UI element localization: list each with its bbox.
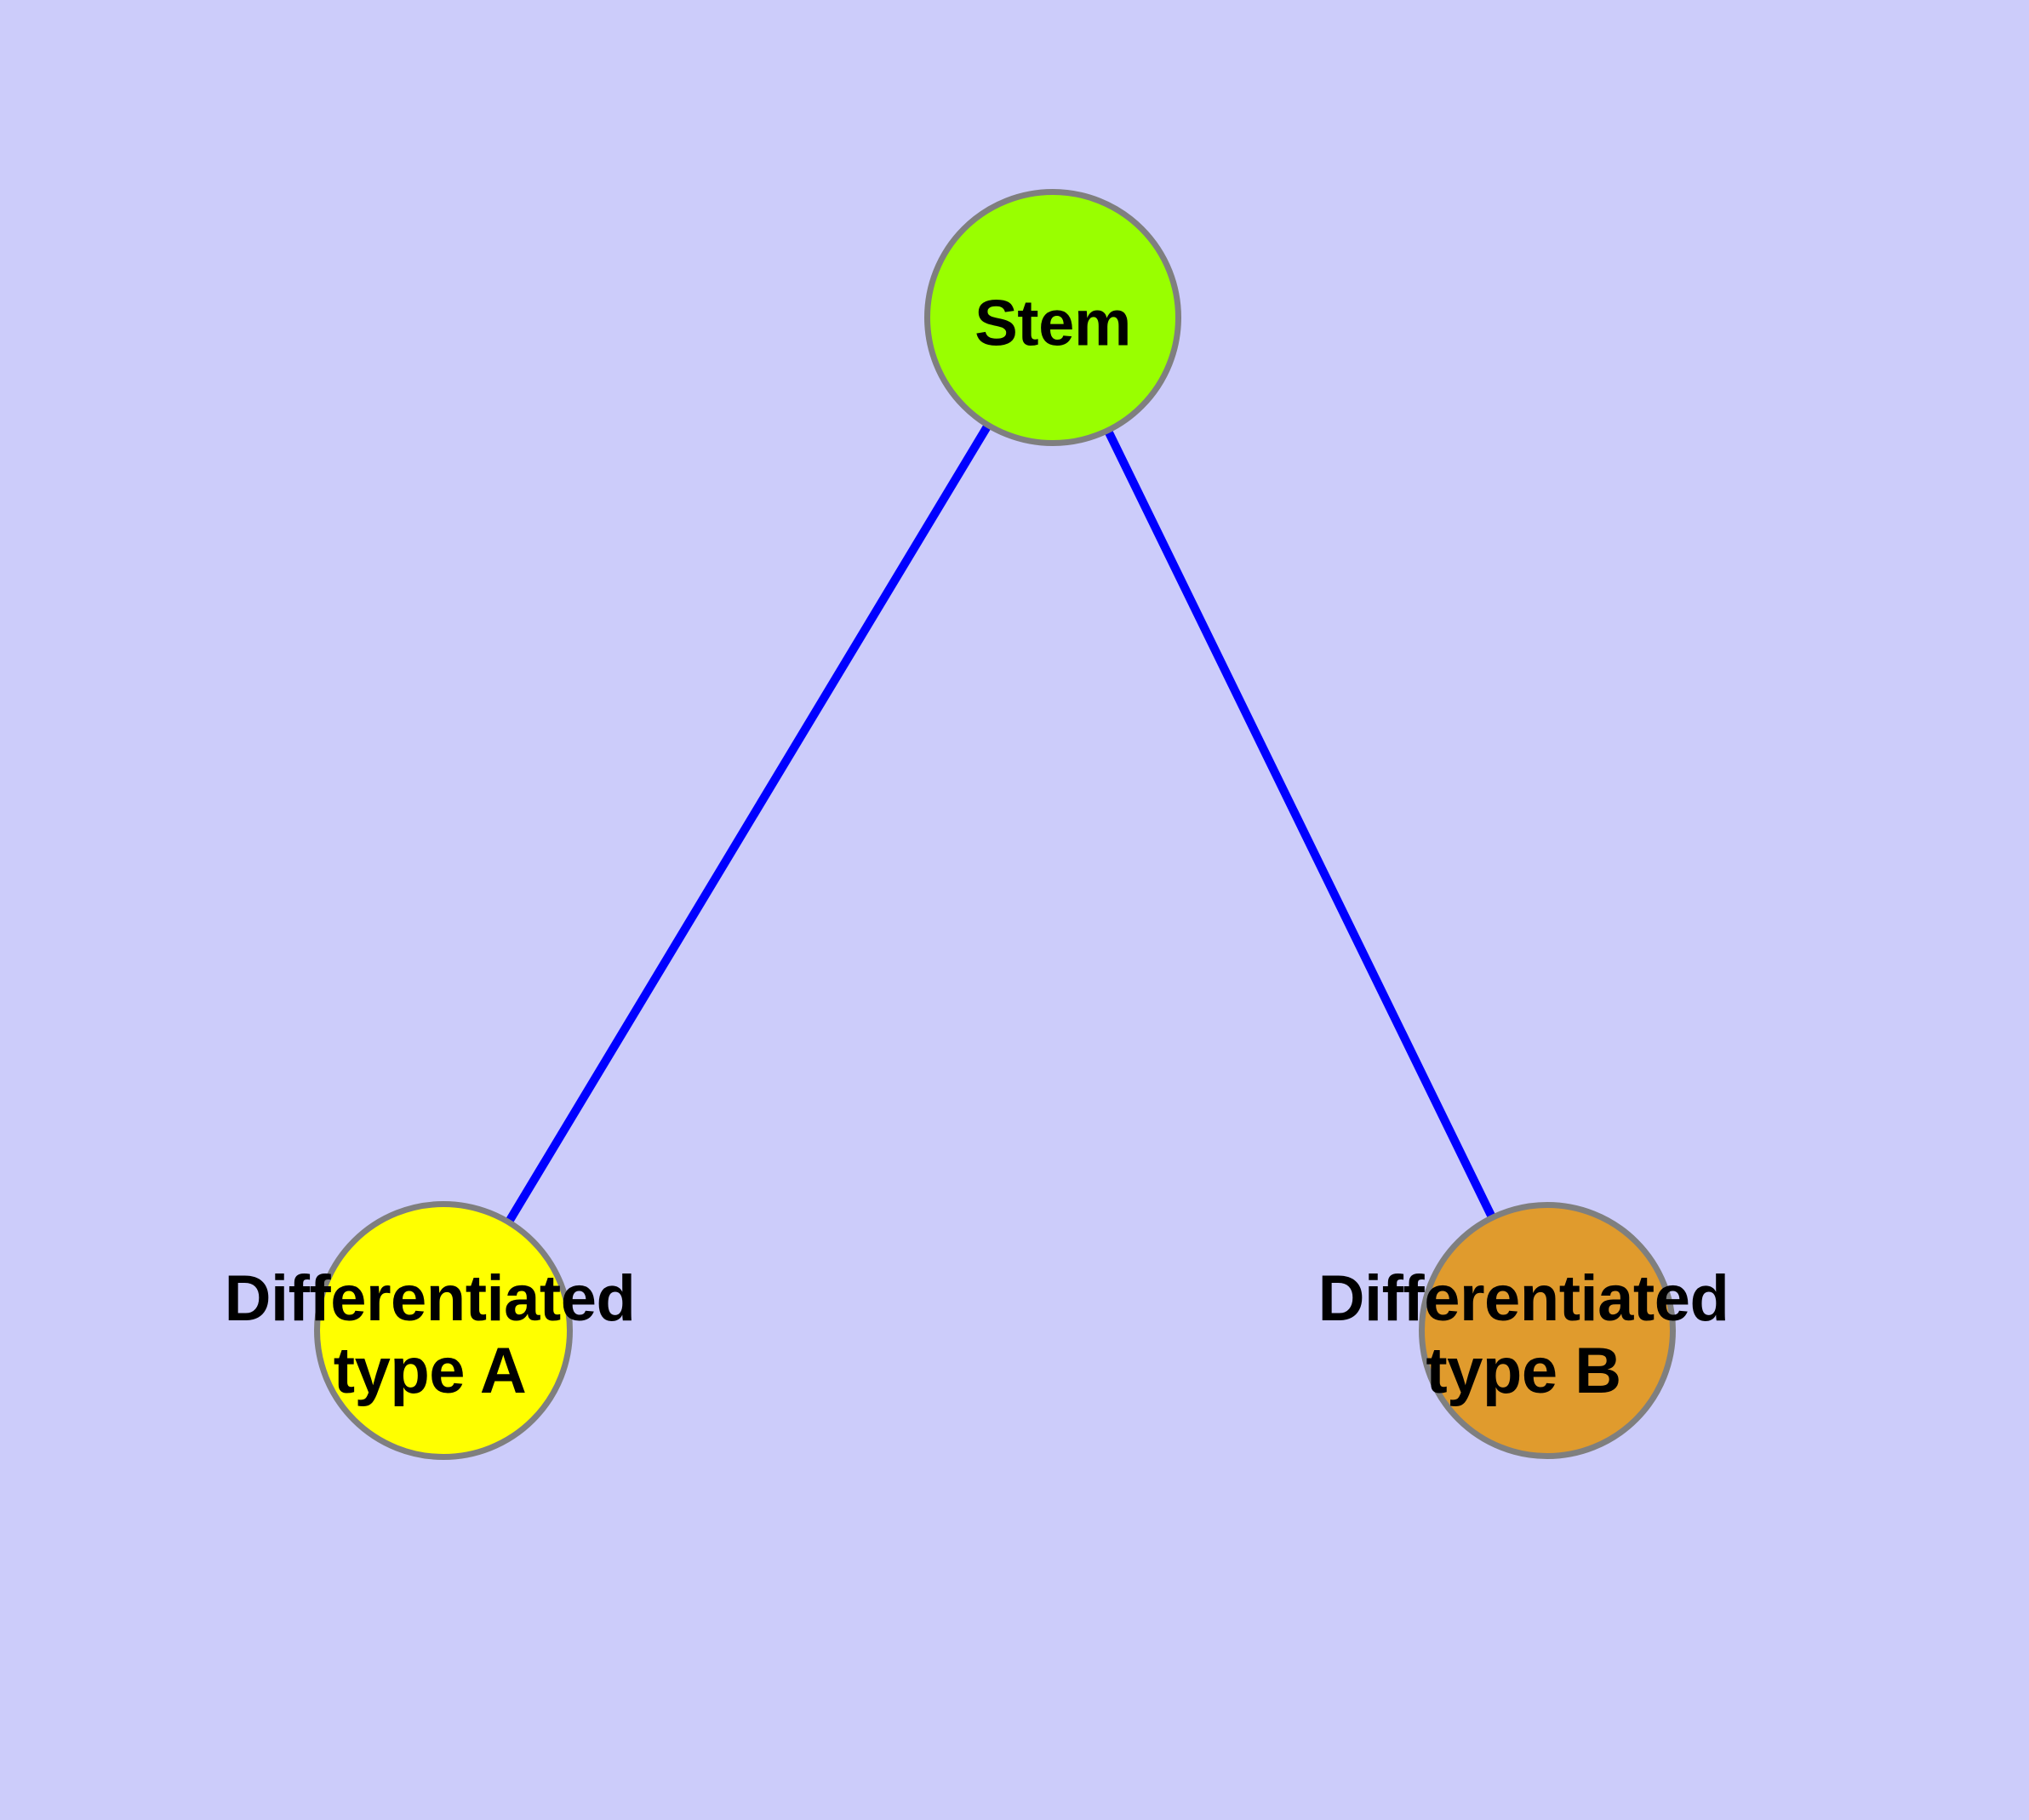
node-stem[interactable] [924,189,1181,446]
edge-stem-diff-a[interactable] [439,315,1057,1333]
edges-group [439,315,1552,1333]
edge-stem-diff-b[interactable] [1049,315,1552,1333]
node-diff_a[interactable] [314,1201,573,1460]
node-diff_b[interactable] [1419,1202,1676,1459]
